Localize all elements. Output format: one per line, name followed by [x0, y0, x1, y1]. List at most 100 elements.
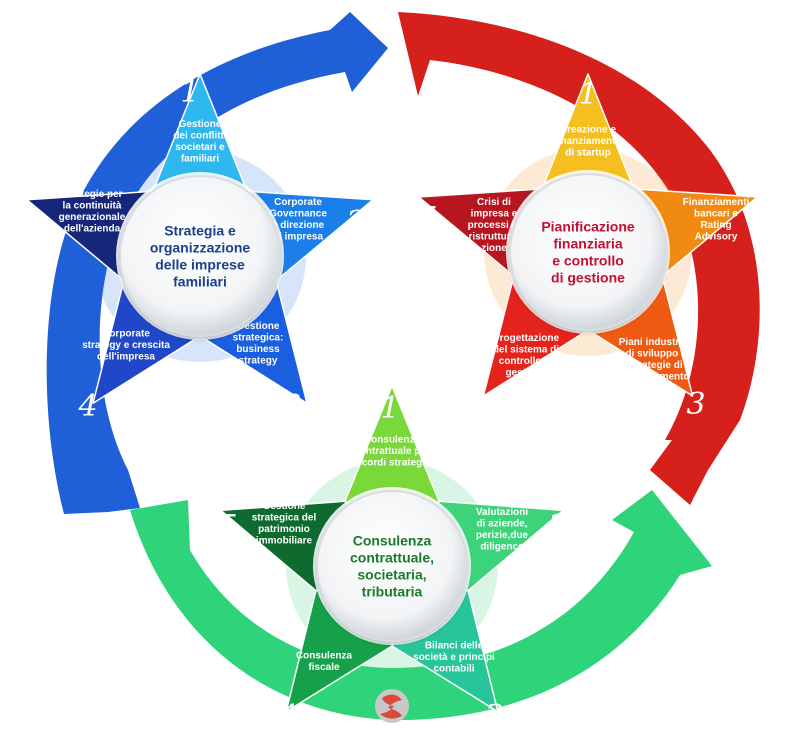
segment-label-line: Piani industriali — [619, 337, 694, 348]
segment-label-line: Gestione — [237, 321, 280, 332]
segment-label-line: Corporate — [102, 329, 150, 340]
segment-label-line: la continuità — [63, 200, 122, 211]
segment-label-line: di aziende, — [476, 518, 527, 529]
segment-label-line: patrimonio — [258, 524, 310, 535]
hub-title-line: contrattuale, — [350, 550, 434, 566]
segment-label-line: ristruttura- — [468, 232, 519, 243]
brand-logo — [375, 689, 409, 723]
segment-label-line: Crisi di — [477, 197, 511, 208]
segment-number-5: 5 — [18, 203, 37, 238]
hub-title-line: delle imprese — [155, 257, 245, 273]
segment-number-5: 5 — [418, 201, 437, 236]
segment-label-line: strategy e crescita — [82, 340, 170, 351]
segment-label-line: Gestione — [179, 119, 222, 130]
blue-cycle-arrow — [46, 12, 388, 514]
hub-title-line: familiari — [173, 274, 227, 290]
segment-number-4: 4 — [77, 389, 97, 424]
segment-label-line: Rating — [700, 220, 731, 231]
hub-title-line: Pianificazione — [541, 219, 635, 235]
hub-title-line: Strategia e — [164, 223, 236, 239]
cycle-arrows — [46, 12, 760, 721]
segment-label-line: Bilanci delle — [425, 641, 484, 652]
segment-number-1: 1 — [180, 75, 199, 110]
segment-number-3: 3 — [484, 699, 503, 734]
segment-label-line: di impresa — [273, 231, 323, 242]
segment-number-5: 5 — [218, 509, 237, 544]
segment-label-line: Valutazioni — [476, 507, 528, 518]
segment-label-line: Governance — [269, 208, 327, 219]
segment-label-line: societari e — [175, 142, 225, 153]
hub-circle — [509, 173, 667, 331]
segment-label-line: perizie,due — [476, 530, 529, 541]
segment-label-line: e direzione — [272, 220, 325, 231]
segment-label-line: familiari — [181, 153, 220, 164]
segment-number-1: 1 — [380, 391, 399, 426]
segment-label-line: finanziamento — [554, 136, 621, 147]
segment-label-line: gestione — [505, 367, 547, 378]
segment-label-line: business — [236, 344, 280, 355]
hub-title-line: di gestione — [551, 270, 625, 286]
segment-number-2: 2 — [547, 509, 567, 544]
segment-label-line: Strategie per — [61, 189, 122, 200]
hub-circle — [316, 490, 468, 642]
red-cycle-arrow — [398, 12, 760, 505]
segment-number-1: 1 — [578, 77, 597, 112]
segment-label-line: processi di — [468, 220, 521, 231]
segment-label-line: società e principi — [413, 652, 495, 663]
segment-label-line: Progettazione — [493, 333, 560, 344]
segment-label-line: Finanziamenti — [683, 197, 750, 208]
segment-label-line: dell'azienda — [64, 223, 121, 234]
segment-number-4: 4 — [477, 387, 497, 422]
segment-label-line: diligence — [480, 541, 524, 552]
hub-title-line: Consulenza — [353, 533, 432, 549]
segment-label-line: contrattuale per — [354, 446, 430, 457]
hub-title-line: organizzazione — [150, 240, 251, 256]
segment-label-line: strategica: — [233, 332, 284, 343]
segment-label-line: Consulenza — [364, 435, 421, 446]
hub-title-line: e controllo — [552, 253, 624, 269]
segment-label-line: di startup — [565, 148, 611, 159]
segment-label-line: fiscale — [308, 662, 340, 673]
segment-label-line: accordi strategici — [351, 458, 434, 469]
green-cycle-arrow — [130, 490, 712, 721]
segment-label-line: Corporate — [274, 197, 322, 208]
segment-label-line: del sistema di — [493, 344, 559, 355]
segment-label-line: strategy — [239, 355, 278, 366]
segment-label-line: Creazione e — [560, 125, 617, 136]
segment-number-2: 2 — [749, 203, 769, 238]
hub-title-line: finanziaria — [553, 236, 622, 252]
segment-label-line: bancari e — [694, 208, 738, 219]
hub-circle — [119, 175, 281, 337]
hub-title-line: societaria, — [357, 567, 426, 583]
segment-number-2: 2 — [345, 205, 365, 240]
segment-label-line: Advisory — [695, 231, 738, 242]
segment-label-line: immobiliare — [256, 535, 313, 546]
segment-number-3: 3 — [282, 389, 301, 424]
segment-label-line: contabili — [433, 664, 474, 675]
segment-label-line: di sviluppo e — [625, 348, 687, 359]
segment-label-line: Consulenza — [296, 650, 353, 661]
hub-title-line: tributaria — [362, 584, 423, 600]
segment-label-line: controllo di — [499, 356, 554, 367]
segment-label-line: impresa e — [471, 209, 518, 220]
